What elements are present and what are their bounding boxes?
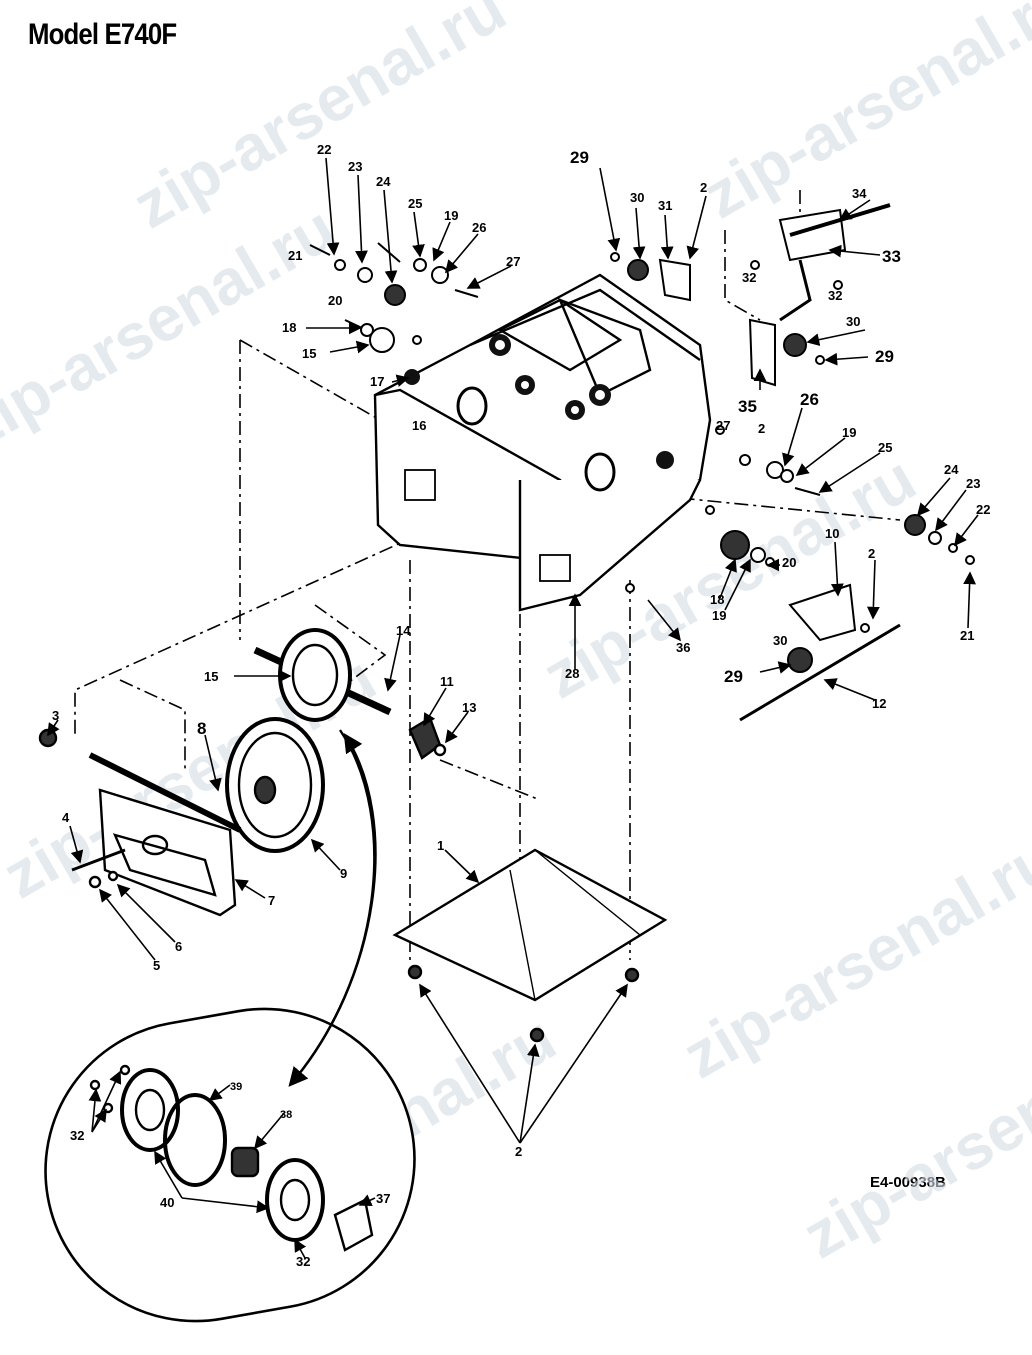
callout-label: 2 [758, 421, 765, 436]
callout-labels: 22 23 24 25 19 26 21 27 20 18 15 17 16 2… [52, 142, 990, 1269]
callout-label: 32 [70, 1128, 84, 1143]
auger-shaft-gear [38, 628, 447, 760]
callout-label: 27 [716, 418, 730, 433]
housing-bearings [404, 334, 674, 469]
callout-label: 2 [868, 546, 875, 561]
drawing-code: E4-00938B [870, 1174, 946, 1191]
watermark-text: zip-arsenal.ru [791, 1002, 1032, 1272]
callout-label: 33 [882, 247, 901, 266]
callout-label: 21 [288, 248, 302, 263]
callout-label: 31 [658, 198, 672, 213]
detail-bubble [44, 1007, 416, 1323]
callout-label: 19 [842, 425, 856, 440]
detail-pointer-arc [289, 732, 377, 1086]
callout-label: 40 [160, 1195, 174, 1210]
callout-label: 16 [412, 418, 426, 433]
watermark-text: zip-arsenal.ru [671, 822, 1032, 1092]
callout-label: 37 [376, 1191, 390, 1206]
callout-label: 32 [828, 288, 842, 303]
callout-label: 28 [565, 666, 579, 681]
callout-label: 35 [738, 397, 757, 416]
callout-label: 30 [846, 314, 860, 329]
assembly-lines [74, 190, 901, 960]
pulley-assembly [71, 717, 325, 917]
callout-label: 29 [875, 347, 894, 366]
callout-label: 8 [197, 719, 206, 738]
callout-label: 15 [204, 669, 218, 684]
callout-label: 18 [282, 320, 296, 335]
callout-label: 9 [340, 866, 347, 881]
callout-label: 21 [960, 628, 974, 643]
callout-label: 36 [676, 640, 690, 655]
callout-label: 32 [742, 270, 756, 285]
callout-label: 13 [462, 700, 476, 715]
callout-label: 29 [724, 667, 743, 686]
callout-label: 11 [440, 674, 454, 689]
model-title: Model E740F [28, 18, 177, 51]
callout-label: 18 [710, 592, 724, 607]
callout-label: 25 [408, 196, 422, 211]
callout-label: 1 [437, 838, 444, 853]
callout-label: 39 [230, 1081, 242, 1093]
callout-label: 25 [878, 440, 892, 455]
callout-label: 17 [370, 374, 384, 389]
callout-label: 4 [62, 810, 70, 825]
callout-label: 27 [506, 254, 520, 269]
callout-label: 24 [376, 174, 391, 189]
callout-label: 12 [872, 696, 886, 711]
callout-label: 34 [852, 186, 867, 201]
callout-label: 2 [700, 180, 707, 195]
callout-label: 10 [825, 526, 839, 541]
callout-label: 26 [800, 390, 819, 409]
skid-plate [392, 848, 668, 1043]
callout-label: 22 [976, 502, 990, 517]
callout-label: 29 [570, 148, 589, 167]
callout-label: 23 [348, 159, 362, 174]
callout-label: 6 [175, 939, 182, 954]
callout-label: 3 [52, 708, 59, 723]
callout-label: 26 [472, 220, 486, 235]
callout-label: 5 [153, 958, 160, 973]
callout-label: 2 [515, 1144, 522, 1159]
hardware-right [625, 425, 975, 722]
callout-label: 20 [782, 555, 796, 570]
housing-bosses [456, 386, 616, 492]
callout-label: 23 [966, 476, 980, 491]
leader-lines [47, 157, 979, 1259]
callout-label: 30 [630, 190, 644, 205]
hardware-top-left [309, 242, 479, 353]
callout-label: 24 [944, 462, 959, 477]
callout-label: 32 [296, 1254, 310, 1269]
callout-label: 14 [396, 623, 411, 638]
callout-label: 15 [302, 346, 316, 361]
callout-label: 19 [444, 208, 458, 223]
callout-label: 30 [773, 633, 787, 648]
callout-label: 20 [328, 293, 342, 308]
callout-label: 19 [712, 608, 726, 623]
callout-label: 7 [268, 893, 275, 908]
callout-label: 22 [317, 142, 331, 157]
main-housing [373, 273, 712, 612]
callout-label: 38 [280, 1109, 292, 1121]
